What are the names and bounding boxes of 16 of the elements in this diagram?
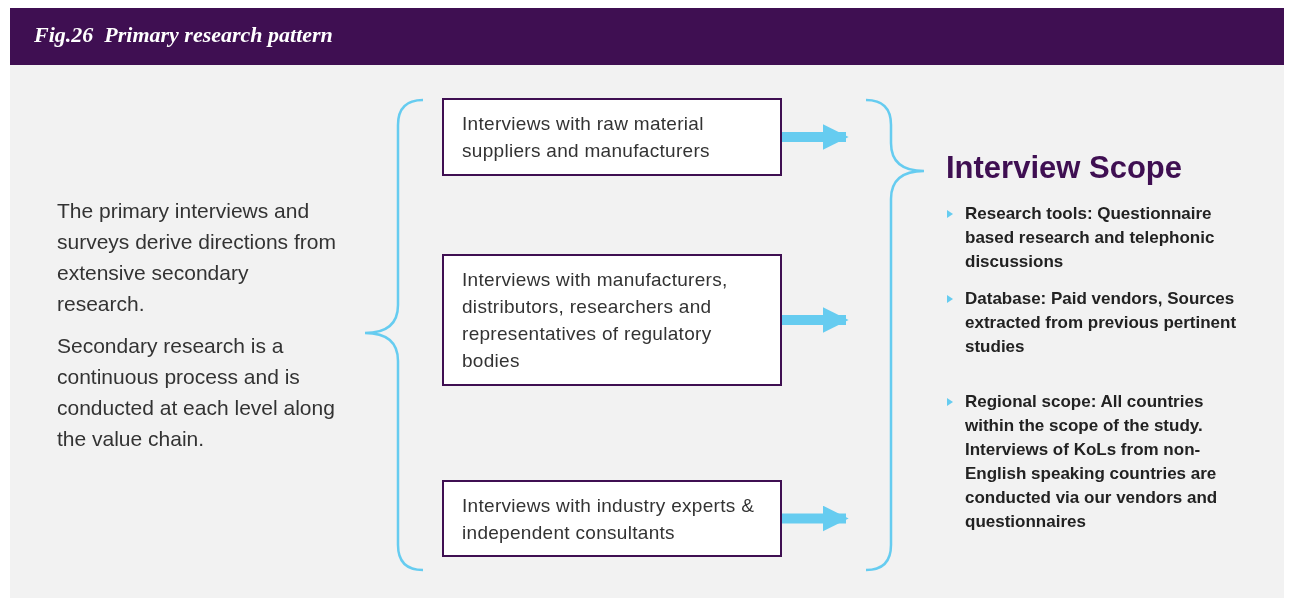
text-box xyxy=(442,480,782,557)
section-heading: Interview Scope xyxy=(946,150,1183,186)
description-text: The primary interviews and surveys derive directions from extensive secondary research. xyxy=(57,198,337,317)
description-text: Secondary research is a continuous process and is conducted at each level along the value chain. xyxy=(57,333,336,452)
text-box xyxy=(442,98,782,176)
bullet-text: Database: Paid vendors, Sources extracted from previous pertinent studies xyxy=(965,288,1238,358)
arrow xyxy=(782,124,849,150)
box-text: Interviews with raw material suppliers and manufacturers xyxy=(462,112,711,163)
text-box xyxy=(442,254,782,386)
box-text: Interviews with industry experts & independent consultants xyxy=(462,493,756,545)
bullet-text: Regional scope: All countries within the scope of the study. Interviews of KoLs from non-English speaking countries are conducted via our vendors and questionnaires xyxy=(965,391,1219,533)
bullet-text: Research tools: Questionnaire based research and telephonic discussions xyxy=(965,203,1216,273)
arrow xyxy=(782,505,849,532)
box-text: Interviews with manufacturers, distributors, researchers and representatives of regulatory bodies xyxy=(462,268,729,373)
arrow xyxy=(782,307,849,333)
figure-title: Fig.26 Primary research pattern xyxy=(34,22,333,48)
